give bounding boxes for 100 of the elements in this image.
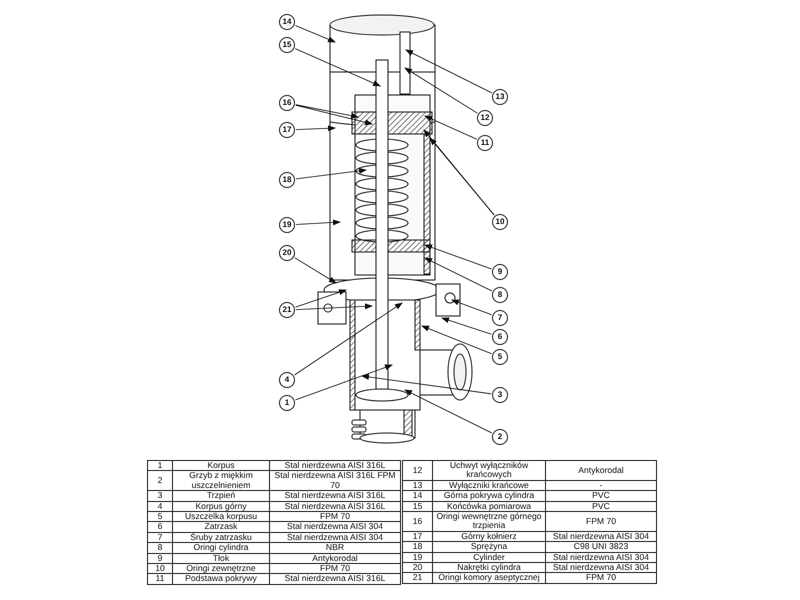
leader-line: [295, 104, 359, 119]
part-number: 18: [402, 542, 432, 552]
leader-line: [404, 390, 492, 434]
leader-line: [451, 300, 492, 316]
leader-line: [441, 317, 492, 335]
leader-line: [424, 244, 492, 270]
callout-number: 7: [492, 310, 508, 326]
material: Antykorodal: [270, 553, 400, 564]
material: NBR: [270, 542, 400, 554]
part-name: Korpus górny: [172, 501, 270, 512]
leader-line: [295, 104, 373, 126]
leader-line: [429, 137, 495, 216]
part-name: Śruby zatrzasku: [172, 532, 270, 543]
leader-line: [296, 219, 341, 226]
part-name: Korpus: [172, 460, 270, 471]
part-number: 11: [148, 574, 172, 584]
part-name: Cylinder: [432, 552, 546, 563]
part-name: Tłok: [172, 553, 270, 564]
callout-number: 11: [477, 135, 493, 151]
leader-line: [294, 302, 403, 376]
material: Stal nierdzewna AISI 316L: [270, 501, 400, 512]
part-name: Górna pokrywa cylindra: [432, 490, 546, 502]
callout-number: 20: [279, 245, 295, 261]
part-number: 10: [148, 564, 172, 574]
material: FPM 70: [270, 512, 400, 522]
part-name: Zatrzask: [172, 522, 270, 532]
part-name: Uchwyt wyłączników krańcowych: [432, 460, 546, 480]
part-name: Oringi zewnętrzne: [172, 564, 270, 574]
part-number: 14: [402, 490, 432, 502]
leader-line: [296, 303, 373, 310]
leader-line: [294, 48, 381, 86]
callout-number: 14: [279, 14, 295, 30]
material: Stal nierdzewna AISI 304: [270, 522, 400, 532]
callout-number: 21: [279, 302, 295, 318]
material: -: [546, 480, 656, 491]
material: Stal nierdzewna AISI 316L FPM 70: [270, 470, 400, 491]
part-name: Górny kołnierz: [432, 531, 546, 542]
leader-line: [424, 258, 492, 292]
part-number: 20: [402, 562, 432, 573]
leader-line: [423, 129, 495, 216]
part-number: 3: [148, 490, 172, 502]
part-name: Trzpień: [172, 490, 270, 502]
part-name: Wyłączniki krańcowe: [432, 480, 546, 491]
material: FPM 70: [546, 572, 656, 584]
part-name: Grzyb z miękkim uszczelnieniem: [172, 470, 270, 491]
leader-line: [295, 364, 393, 400]
callout-number: 10: [492, 214, 508, 230]
leader-line: [361, 374, 492, 394]
material: FPM 70: [546, 512, 656, 532]
material: PVC: [546, 501, 656, 512]
part-name: Oringi wewnętrzne górnego trzpienia: [432, 512, 546, 532]
leader-line: [424, 116, 478, 140]
part-number: 5: [148, 512, 172, 522]
part-number: 4: [148, 501, 172, 512]
material: Stal nierdzewna AISI 304: [546, 562, 656, 573]
callout-number: 5: [492, 349, 508, 365]
callout-number: 17: [279, 122, 295, 138]
part-name: Końcówka pomiarowa: [432, 501, 546, 512]
leader-line: [296, 168, 367, 180]
part-number: 12: [402, 460, 432, 480]
part-number: 9: [148, 553, 172, 564]
material: C98 UNI 3823: [546, 542, 656, 552]
part-name: Oringi cylindra: [172, 542, 270, 554]
callout-number: 4: [279, 372, 295, 388]
leader-line: [294, 25, 336, 42]
part-name: Uszczelka korpusu: [172, 512, 270, 522]
callout-number: 19: [279, 217, 295, 233]
part-name: Oringi komory aseptycznej: [432, 572, 546, 584]
part-number: 13: [402, 480, 432, 491]
callout-number: 9: [492, 264, 508, 280]
material: PVC: [546, 490, 656, 502]
callout-number: 3: [492, 387, 508, 403]
leader-line: [296, 125, 336, 132]
material: Stal nierdzewna AISI 316L: [270, 574, 400, 584]
leader-line: [404, 67, 478, 114]
callout-number: 15: [279, 37, 295, 53]
leader-line: [294, 257, 337, 284]
part-name: Nakrętki cylindra: [432, 562, 546, 573]
callout-number: 2: [492, 429, 508, 445]
callout-number: 8: [492, 287, 508, 303]
callout-number: 16: [279, 95, 295, 111]
part-number: 6: [148, 522, 172, 532]
part-number: 19: [402, 552, 432, 563]
callout-number: 1: [279, 395, 295, 411]
leader-line: [405, 50, 492, 94]
leader-line: [421, 326, 492, 354]
part-number: 8: [148, 542, 172, 554]
part-name: Sprężyna: [432, 542, 546, 552]
material: Antykorodal: [546, 460, 656, 480]
part-number: 2: [148, 470, 172, 491]
material: Stal nierdzewna AISI 316L: [270, 460, 400, 471]
callout-number: 18: [279, 172, 295, 188]
part-name: Podstawa pokrywy: [172, 574, 270, 584]
material: FPM 70: [270, 564, 400, 574]
leader-line: [295, 289, 347, 308]
callout-number: 12: [477, 110, 493, 126]
material: Stal nierdzewna AISI 304: [270, 532, 400, 543]
material: Stal nierdzewna AISI 316L: [270, 490, 400, 502]
part-number: 16: [402, 512, 432, 532]
part-number: 21: [402, 572, 432, 584]
